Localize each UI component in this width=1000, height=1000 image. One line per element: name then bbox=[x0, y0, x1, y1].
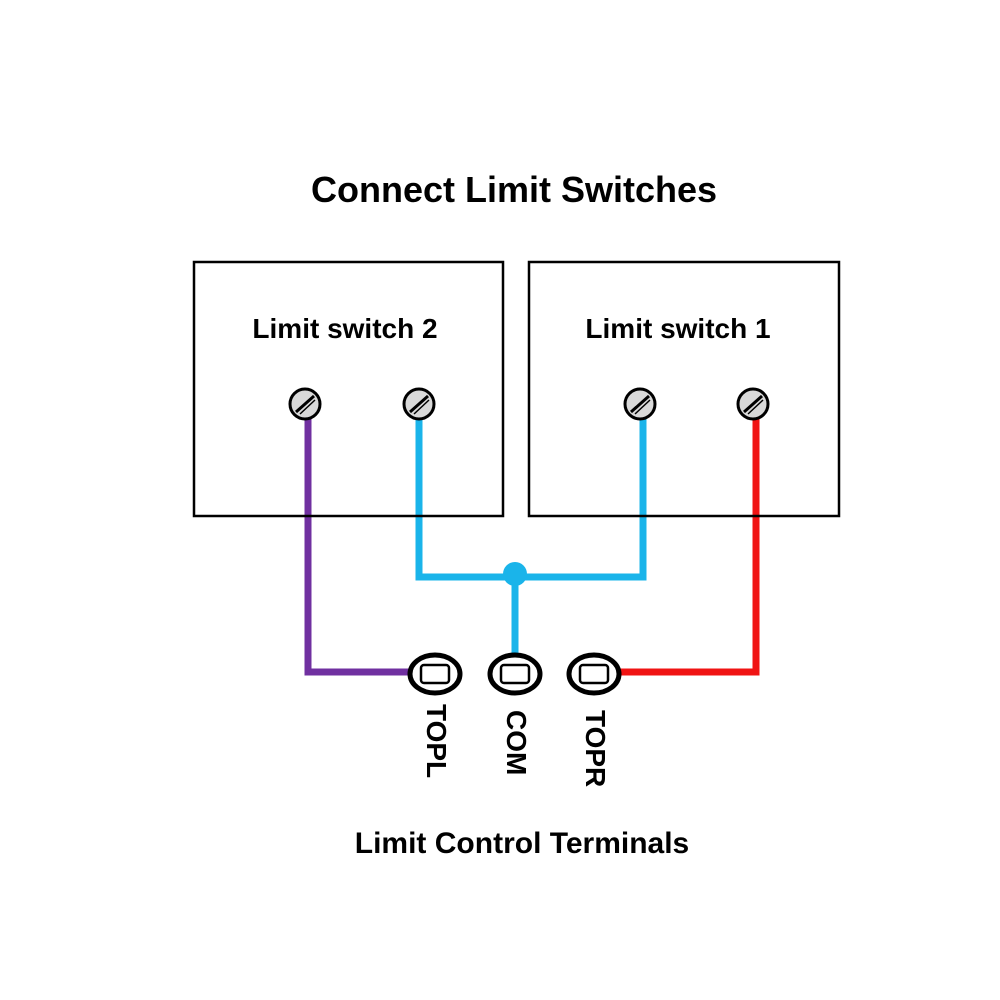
limit-switch-2-label: Limit switch 2 bbox=[252, 313, 437, 344]
limit-switch-1-box bbox=[527, 260, 841, 518]
terminals-caption: Limit Control Terminals bbox=[355, 827, 689, 860]
terminal-label-com: COM bbox=[501, 710, 532, 775]
blue-wire-switch2 bbox=[415, 418, 647, 581]
blue-junction-dot bbox=[503, 562, 527, 586]
terminal-label-topr: TOPR bbox=[580, 710, 611, 787]
limit-switch-2: Limit switch 2 bbox=[192, 260, 505, 518]
screw-terminal-icon bbox=[623, 387, 657, 421]
diagram-title: Connect Limit Switches bbox=[311, 169, 717, 210]
terminal-connector-icon bbox=[566, 652, 622, 696]
terminal-connector-icon bbox=[407, 652, 463, 696]
limit-switch-2-box bbox=[192, 260, 505, 518]
limit-control-terminals: TOPL COM TOPR bbox=[407, 652, 622, 787]
wires bbox=[304, 418, 760, 676]
limit-switch-1-label: Limit switch 1 bbox=[585, 313, 770, 344]
limit-switch-1: Limit switch 1 bbox=[527, 260, 841, 518]
red-wire bbox=[612, 418, 760, 676]
purple-wire bbox=[304, 418, 420, 676]
screw-terminal-icon bbox=[288, 387, 322, 421]
terminal-connector-icon bbox=[487, 652, 543, 696]
screw-terminal-icon bbox=[402, 387, 436, 421]
terminal-label-topl: TOPL bbox=[421, 704, 452, 778]
screw-terminal-icon bbox=[736, 387, 770, 421]
